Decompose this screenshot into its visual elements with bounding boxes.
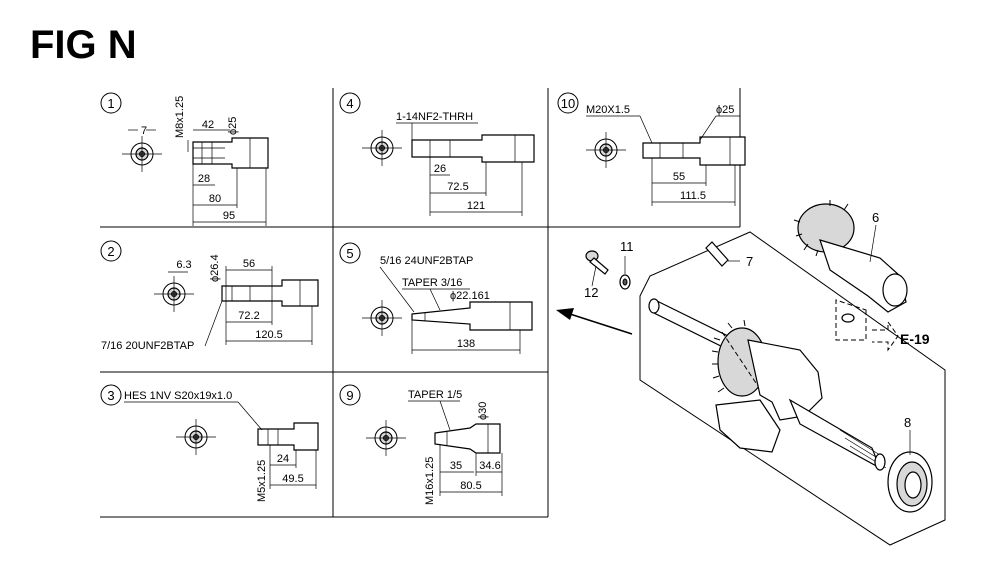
thread-label: 1-14NF2-THRH: [396, 111, 473, 123]
spline-label: HES 1NV S20x19x1.0: [124, 390, 232, 402]
exploded-view: E-19 6 7 8 11 12: [556, 200, 946, 546]
panel-number: 10: [561, 96, 575, 111]
panel-badge: [339, 92, 361, 114]
assembly-outline: [639, 231, 946, 546]
shaft-end: [221, 279, 319, 307]
governor-gear: [793, 200, 908, 341]
shaft-end: [411, 134, 535, 163]
washer: [619, 274, 631, 290]
panel-badge: [339, 242, 361, 264]
diameter-label: ϕ25: [716, 104, 734, 116]
shaft-end: [192, 137, 269, 169]
shaft-end: [642, 136, 746, 166]
dim-label: 24: [277, 453, 289, 465]
shaft-end: [411, 301, 533, 331]
bolt: [585, 250, 609, 275]
pin: [705, 241, 729, 267]
tap-label: 5/16 24UNF2BTAP: [380, 255, 473, 267]
reference-arrow: [872, 320, 899, 352]
dim-label: 34.6: [479, 460, 500, 472]
panel-number: 2: [107, 244, 114, 259]
dim-label: 42: [202, 119, 214, 131]
shaft-end: [434, 423, 501, 454]
dim-label: 26: [434, 163, 446, 175]
panel-5: 5 5/16 24UNF2BTAP TAPER 3/16 ϕ22.161 138: [339, 242, 533, 354]
diameter-label: ϕ26.4: [209, 254, 221, 282]
dim-label: 56: [243, 258, 255, 270]
thread-label: M20X1.5: [586, 104, 630, 116]
dim-label: 72.2: [238, 310, 259, 322]
thread-label: M8x1.25: [174, 96, 186, 138]
shaft-end: [257, 422, 319, 451]
thread-label: 7/16 20UNF2BTAP: [101, 340, 194, 352]
dim-label: 80: [209, 193, 221, 205]
panel-number: 4: [346, 96, 353, 111]
panel-number: 5: [346, 246, 353, 261]
dim-label: 80.5: [460, 480, 481, 492]
taper-label: TAPER 1/5: [408, 389, 462, 401]
dim-label: 6.3: [176, 259, 191, 271]
dim-label: 55: [673, 171, 685, 183]
callout-7: 7: [746, 254, 753, 269]
panel-number: 9: [346, 388, 353, 403]
panel-badge: [100, 92, 122, 114]
dim-label: 120.5: [255, 329, 283, 341]
panel-badge: [100, 240, 122, 262]
bearing: [887, 451, 933, 513]
panel-badge: [100, 384, 122, 406]
dim-label: 7: [141, 125, 147, 137]
panel-badge: [339, 384, 361, 406]
taper-label: TAPER 3/16: [402, 277, 462, 289]
crankshaft: [648, 298, 887, 471]
callout-11: 11: [620, 239, 634, 254]
dim-label: 95: [223, 210, 235, 222]
panel-1: 1 7 M8x1.25 ϕ25 42 28 80 95: [100, 92, 269, 226]
panel-10: 10 M20X1.5 ϕ25 55 111.5: [557, 92, 746, 206]
panel-badge: [557, 92, 579, 114]
reference-label: E-19: [900, 331, 930, 347]
callout-12: 12: [584, 285, 598, 300]
dim-label: 138: [457, 338, 475, 350]
panel-number: 1: [107, 96, 114, 111]
panel-4: 4 1-14NF2-THRH 26 72.5 121: [339, 92, 535, 216]
panel-2: 2 6.3 ϕ26.4 56 72.2 120.5 7/16 20UNF2BTA…: [100, 240, 319, 352]
dim-label: 35: [450, 460, 462, 472]
figure-title: FIG N: [30, 23, 137, 67]
callout-8: 8: [904, 415, 911, 430]
dim-label: 72.5: [447, 181, 468, 193]
dim-label: 28: [198, 173, 210, 185]
diameter-label: ϕ30: [477, 402, 489, 420]
thread-label: M16x1.25: [424, 457, 436, 505]
panel-9: 9 TAPER 1/5 ϕ30 M16x1.25 35 34.6 80.5: [339, 384, 503, 505]
panel-number: 3: [107, 388, 114, 403]
callout-6: 6: [872, 210, 879, 225]
dim-label: 49.5: [282, 473, 303, 485]
panel-3: 3 HES 1NV S20x19x1.0 M5x1.25 24 49.5: [100, 384, 319, 502]
dim-label: 111.5: [680, 190, 706, 202]
diameter-label: ϕ22.161: [450, 290, 490, 302]
diameter-label: ϕ25: [227, 117, 239, 135]
dim-label: 121: [467, 200, 485, 212]
pointer-arrow: [569, 313, 633, 335]
thread-label: M5x1.25: [256, 460, 268, 502]
